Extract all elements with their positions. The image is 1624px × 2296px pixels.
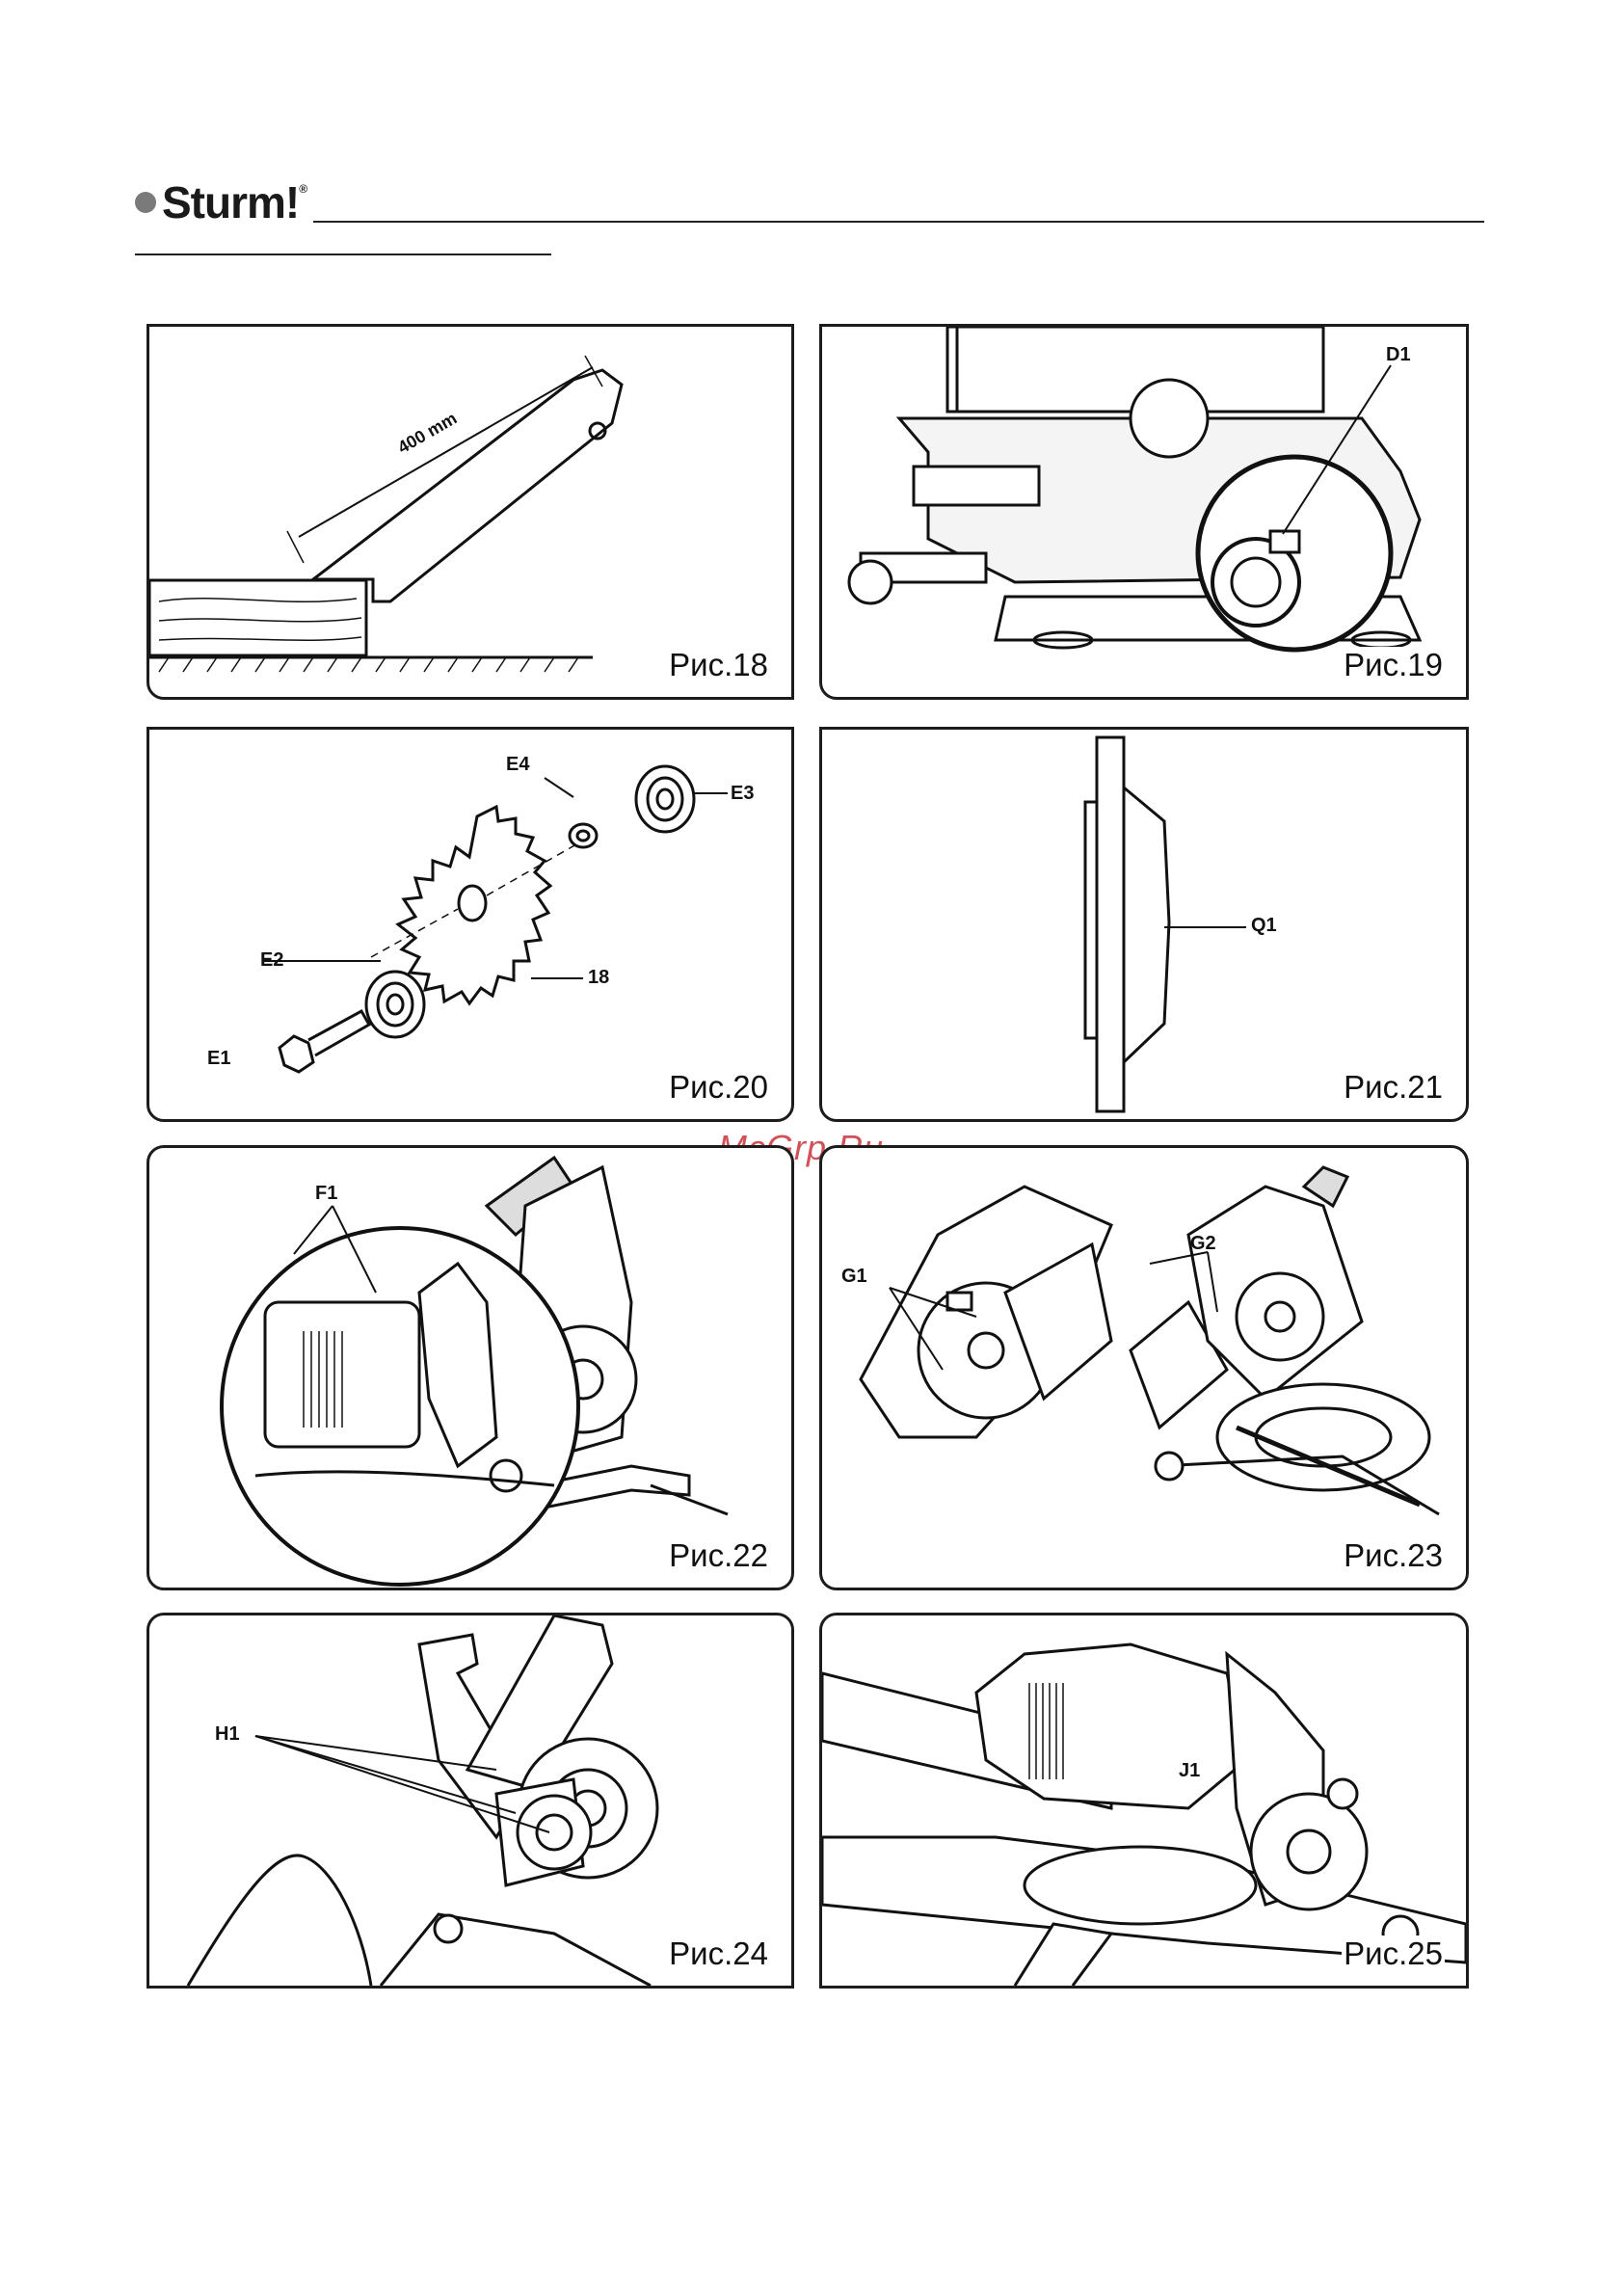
label-q1: Q1 (1251, 915, 1277, 937)
figure-20-drawing (149, 730, 791, 1119)
figure-19: D1 Рис.19 (819, 324, 1469, 700)
label-h1: H1 (215, 1723, 240, 1746)
figure-caption: Рис.24 (667, 1936, 770, 1972)
figure-22-drawing (149, 1148, 791, 1588)
header-rule (313, 221, 1484, 223)
figure-24: H1 Рис.24 (146, 1613, 794, 1989)
figure-caption: Рис.25 (1342, 1936, 1445, 1972)
figure-caption: Рис.19 (1342, 647, 1445, 683)
label-e2: E2 (260, 949, 283, 972)
label-d1: D1 (1386, 344, 1411, 366)
figure-19-drawing (822, 327, 1466, 697)
figure-caption: Рис.20 (667, 1069, 770, 1106)
brand-name: Sturm!® (162, 178, 306, 227)
header-sub-rule (135, 254, 551, 255)
figure-25: J1 Рис.25 (819, 1613, 1469, 1989)
figure-20: E1 E2 E3 E4 18 Рис.20 (146, 727, 794, 1122)
figure-23: G1 G2 Рис.23 (819, 1145, 1469, 1590)
logo-dot-icon (135, 192, 156, 213)
brand-logo: Sturm!® (135, 178, 306, 227)
label-blade: 18 (588, 967, 609, 989)
figure-18: 400 mm Рис.18 (146, 324, 794, 700)
label-g1: G1 (841, 1266, 867, 1288)
label-j1: J1 (1179, 1760, 1200, 1782)
figure-21: Q1 Рис.21 (819, 727, 1469, 1122)
page-header: Sturm!® (135, 178, 1484, 255)
label-e4: E4 (506, 754, 529, 776)
figure-23-drawing (822, 1148, 1466, 1588)
figure-24-drawing (149, 1615, 791, 1986)
figure-22: F1 Рис.22 (146, 1145, 794, 1590)
label-f1: F1 (315, 1183, 337, 1205)
figure-25-drawing (822, 1615, 1466, 1986)
figure-caption: Рис.22 (667, 1537, 770, 1574)
label-e3: E3 (731, 783, 754, 805)
figure-caption: Рис.18 (667, 647, 770, 683)
figure-18-drawing (149, 327, 791, 697)
figure-caption: Рис.23 (1342, 1537, 1445, 1574)
figure-21-drawing (822, 730, 1466, 1119)
label-e1: E1 (207, 1048, 230, 1070)
label-g2: G2 (1190, 1233, 1216, 1255)
figure-caption: Рис.21 (1342, 1069, 1445, 1106)
